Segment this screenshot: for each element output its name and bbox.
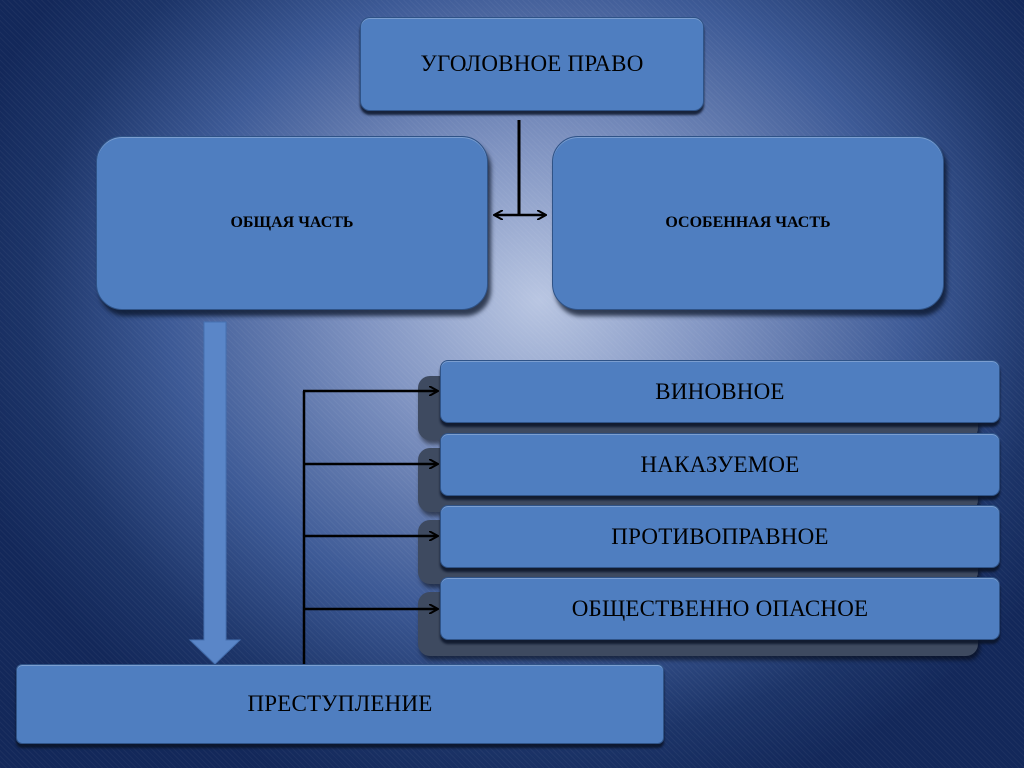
root-node: УГОЛОВНОЕ ПРАВО bbox=[360, 17, 704, 111]
root-label: УГОЛОВНОЕ ПРАВО bbox=[420, 51, 644, 76]
down-arrow bbox=[188, 321, 242, 665]
feature-label: ПРОТИВОПРАВНОЕ bbox=[611, 523, 829, 549]
feature-node: НАКАЗУЕМОЕ bbox=[440, 433, 1000, 496]
feature-node: ПРОТИВОПРАВНОЕ bbox=[440, 505, 1000, 568]
special-part-label: ОСОБЕННАЯ ЧАСТЬ bbox=[665, 214, 831, 231]
general-part-label: ОБЩАЯ ЧАСТЬ bbox=[230, 214, 354, 231]
general-part-node: ОБЩАЯ ЧАСТЬ bbox=[96, 136, 488, 310]
feature-node: ВИНОВНОЕ bbox=[440, 360, 1000, 423]
crime-label: ПРЕСТУПЛЕНИЕ bbox=[247, 691, 433, 716]
feature-node: ОБЩЕСТВЕННО ОПАСНОЕ bbox=[440, 577, 1000, 640]
crime-node: ПРЕСТУПЛЕНИЕ bbox=[16, 664, 664, 744]
special-part-node: ОСОБЕННАЯ ЧАСТЬ bbox=[552, 136, 944, 310]
feature-label: НАКАЗУЕМОЕ bbox=[640, 451, 800, 477]
feature-label: ОБЩЕСТВЕННО ОПАСНОЕ bbox=[571, 595, 869, 621]
feature-label: ВИНОВНОЕ bbox=[655, 378, 785, 404]
